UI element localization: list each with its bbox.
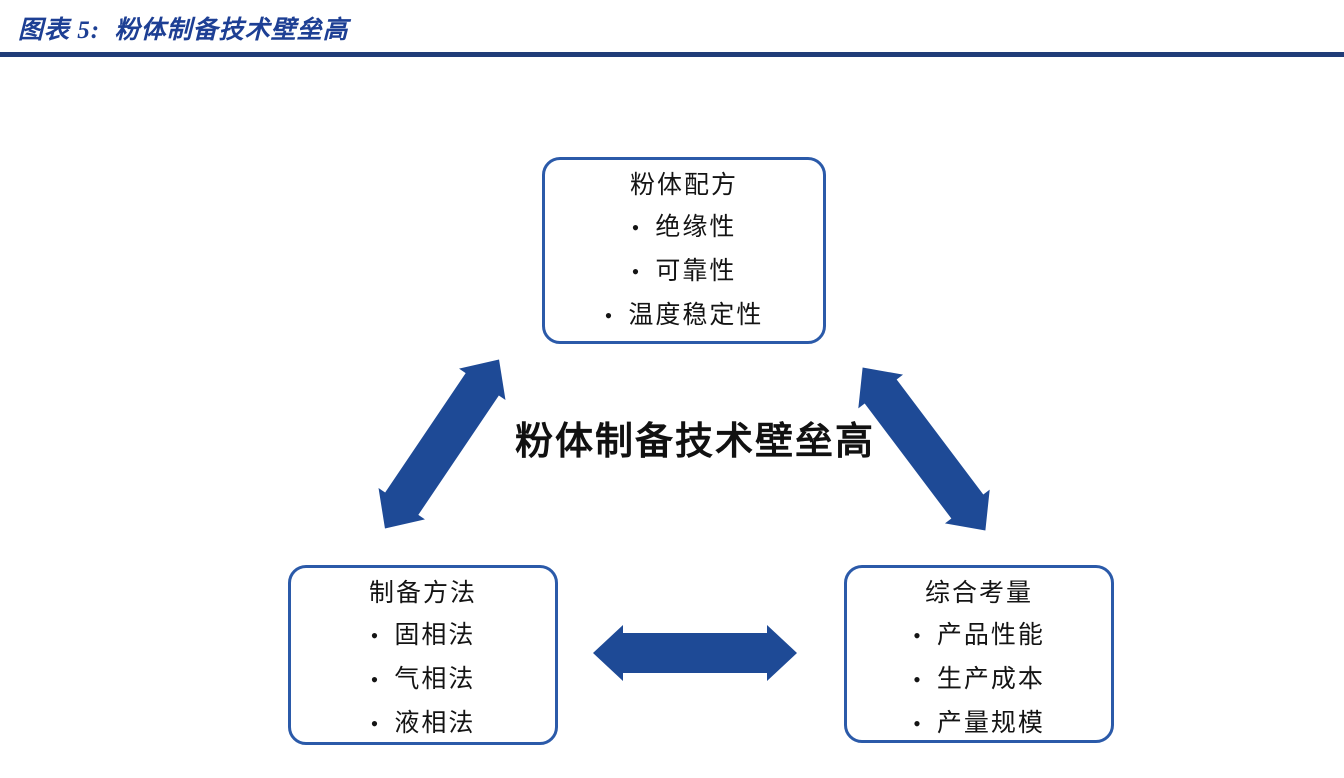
caption-divider <box>0 52 1344 57</box>
bullet-icon: • <box>370 623 381 648</box>
box-title: 粉体配方 <box>629 172 738 199</box>
bullet-icon: • <box>604 303 615 328</box>
box-title: 制备方法 <box>368 580 477 607</box>
bullet-icon: • <box>370 711 381 736</box>
list-item-label: 固相法 <box>394 622 476 649</box>
list-item: • 产品性能 <box>913 614 1045 658</box>
list-item: • 绝缘性 <box>632 206 737 250</box>
node-comprehensive-consideration: 综合考量 • 产品性能 • 生产成本 • 产量规模 <box>844 565 1114 743</box>
bullet-icon: • <box>631 259 642 284</box>
list-item-label: 液相法 <box>394 710 476 737</box>
double-arrow-top-to-bottom-left-icon <box>378 359 506 529</box>
list-item-label: 温度稳定性 <box>628 302 764 329</box>
box-item-list: • 产品性能 • 生产成本 • 产量规模 <box>913 614 1045 746</box>
figure-caption: 图表 5: 粉体制备技术壁垒高 <box>18 17 349 44</box>
box-item-list: • 固相法 • 气相法 • 液相法 <box>371 614 476 746</box>
bullet-icon: • <box>631 215 642 240</box>
bullet-icon: • <box>913 623 923 648</box>
list-item: • 可靠性 <box>632 250 737 294</box>
list-item-label: 产品性能 <box>936 622 1045 649</box>
bullet-icon: • <box>370 667 381 692</box>
list-item: • 产量规模 <box>913 702 1045 746</box>
bullet-icon: • <box>913 667 923 692</box>
node-powder-formula: 粉体配方 • 绝缘性 • 可靠性 • 温度稳定性 <box>542 157 826 344</box>
list-item-label: 绝缘性 <box>655 214 737 241</box>
list-item: • 气相法 <box>371 658 476 702</box>
list-item: • 固相法 <box>371 614 476 658</box>
list-item: • 液相法 <box>371 702 476 746</box>
list-item: • 生产成本 <box>913 658 1045 702</box>
box-title: 综合考量 <box>924 580 1033 607</box>
double-arrow-bottom-left-to-bottom-right-icon <box>593 625 797 681</box>
double-arrow-top-to-bottom-right-icon <box>858 367 990 531</box>
list-item-label: 产量规模 <box>936 710 1045 737</box>
list-item-label: 可靠性 <box>655 258 737 285</box>
list-item-label: 生产成本 <box>936 666 1045 693</box>
list-item: • 温度稳定性 <box>605 294 764 338</box>
bullet-icon: • <box>913 711 923 736</box>
diagram-center-title: 粉体制备技术壁垒高 <box>514 421 875 463</box>
list-item-label: 气相法 <box>394 666 476 693</box>
box-item-list: • 绝缘性 • 可靠性 • 温度稳定性 <box>605 206 764 338</box>
node-preparation-method: 制备方法 • 固相法 • 气相法 • 液相法 <box>288 565 558 745</box>
